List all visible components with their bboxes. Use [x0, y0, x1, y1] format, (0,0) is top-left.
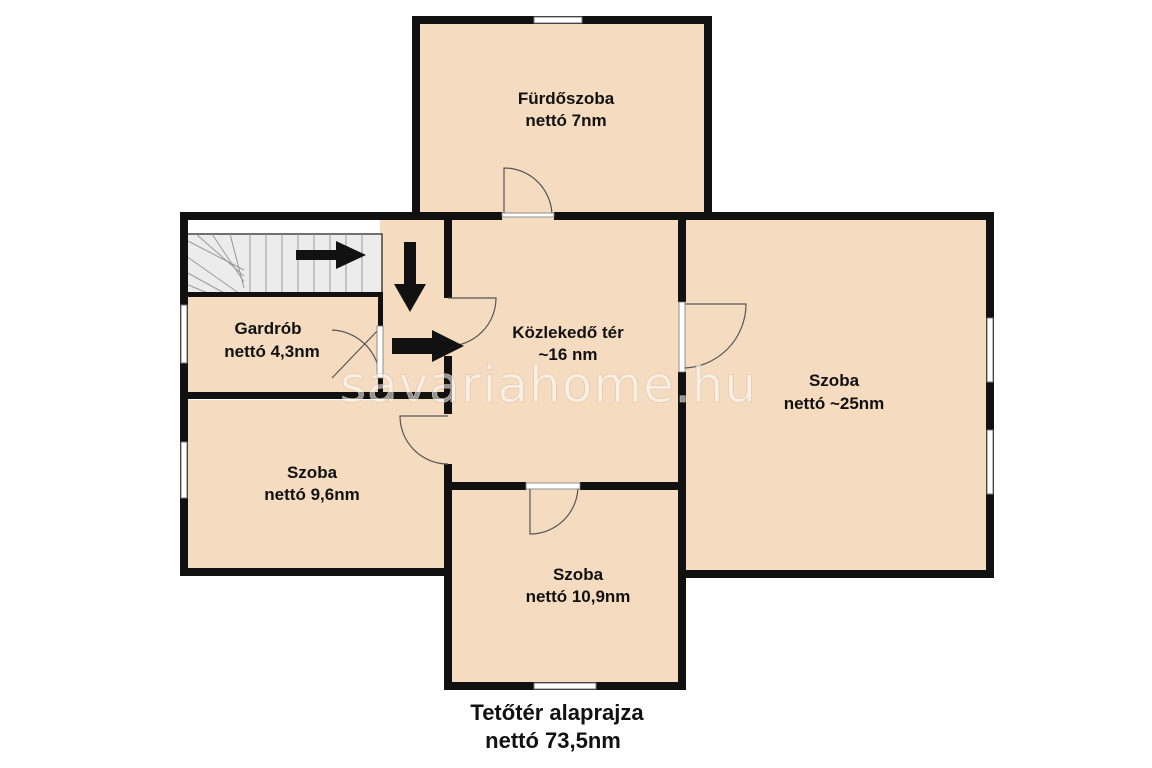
window-wardrobe — [180, 304, 188, 364]
room-left-area: nettó 9,6nm — [264, 485, 359, 504]
window-room-large-1 — [986, 317, 994, 383]
room-left-name: Szoba — [287, 463, 338, 482]
room-large-name: Szoba — [809, 371, 860, 390]
room-labels: Fürdőszoba nettó 7nm Közlekedő tér ~16 n… — [224, 89, 884, 606]
bathroom-floor — [418, 22, 706, 214]
staircase — [185, 233, 383, 295]
windows — [180, 16, 994, 690]
wardrobe-name: Gardrób — [234, 319, 301, 338]
bathroom-area: nettó 7nm — [525, 111, 606, 130]
arrow-down-icon — [394, 242, 426, 312]
floor-areas — [186, 22, 988, 684]
wardrobe-area: nettó 4,3nm — [224, 342, 319, 361]
window-room-left — [180, 441, 188, 499]
doors — [331, 167, 747, 535]
hallway-name: Közlekedő tér — [512, 323, 624, 342]
arrow-right-icon — [392, 330, 464, 362]
hallway-area: ~16 nm — [538, 345, 597, 364]
window-room-large-2 — [986, 429, 994, 495]
stair-arrows — [296, 241, 464, 362]
room-left-floor — [186, 400, 446, 570]
window-bathroom — [533, 16, 583, 24]
arrow-right-icon — [296, 241, 366, 269]
room-large-area: nettó ~25nm — [784, 394, 885, 413]
hallway-floor — [450, 220, 682, 486]
room-bottom-name: Szoba — [553, 565, 604, 584]
room-large-floor — [686, 220, 988, 572]
plan-total-area: nettó 73,5nm — [485, 728, 621, 753]
plan-title: Tetőtér alaprajza — [470, 700, 644, 725]
room-bottom-area: nettó 10,9nm — [526, 587, 631, 606]
room-bottom-floor — [450, 490, 682, 684]
bathroom-name: Fürdőszoba — [518, 89, 615, 108]
window-room-bottom — [533, 682, 597, 690]
watermark: savariahome.hu — [340, 356, 757, 414]
